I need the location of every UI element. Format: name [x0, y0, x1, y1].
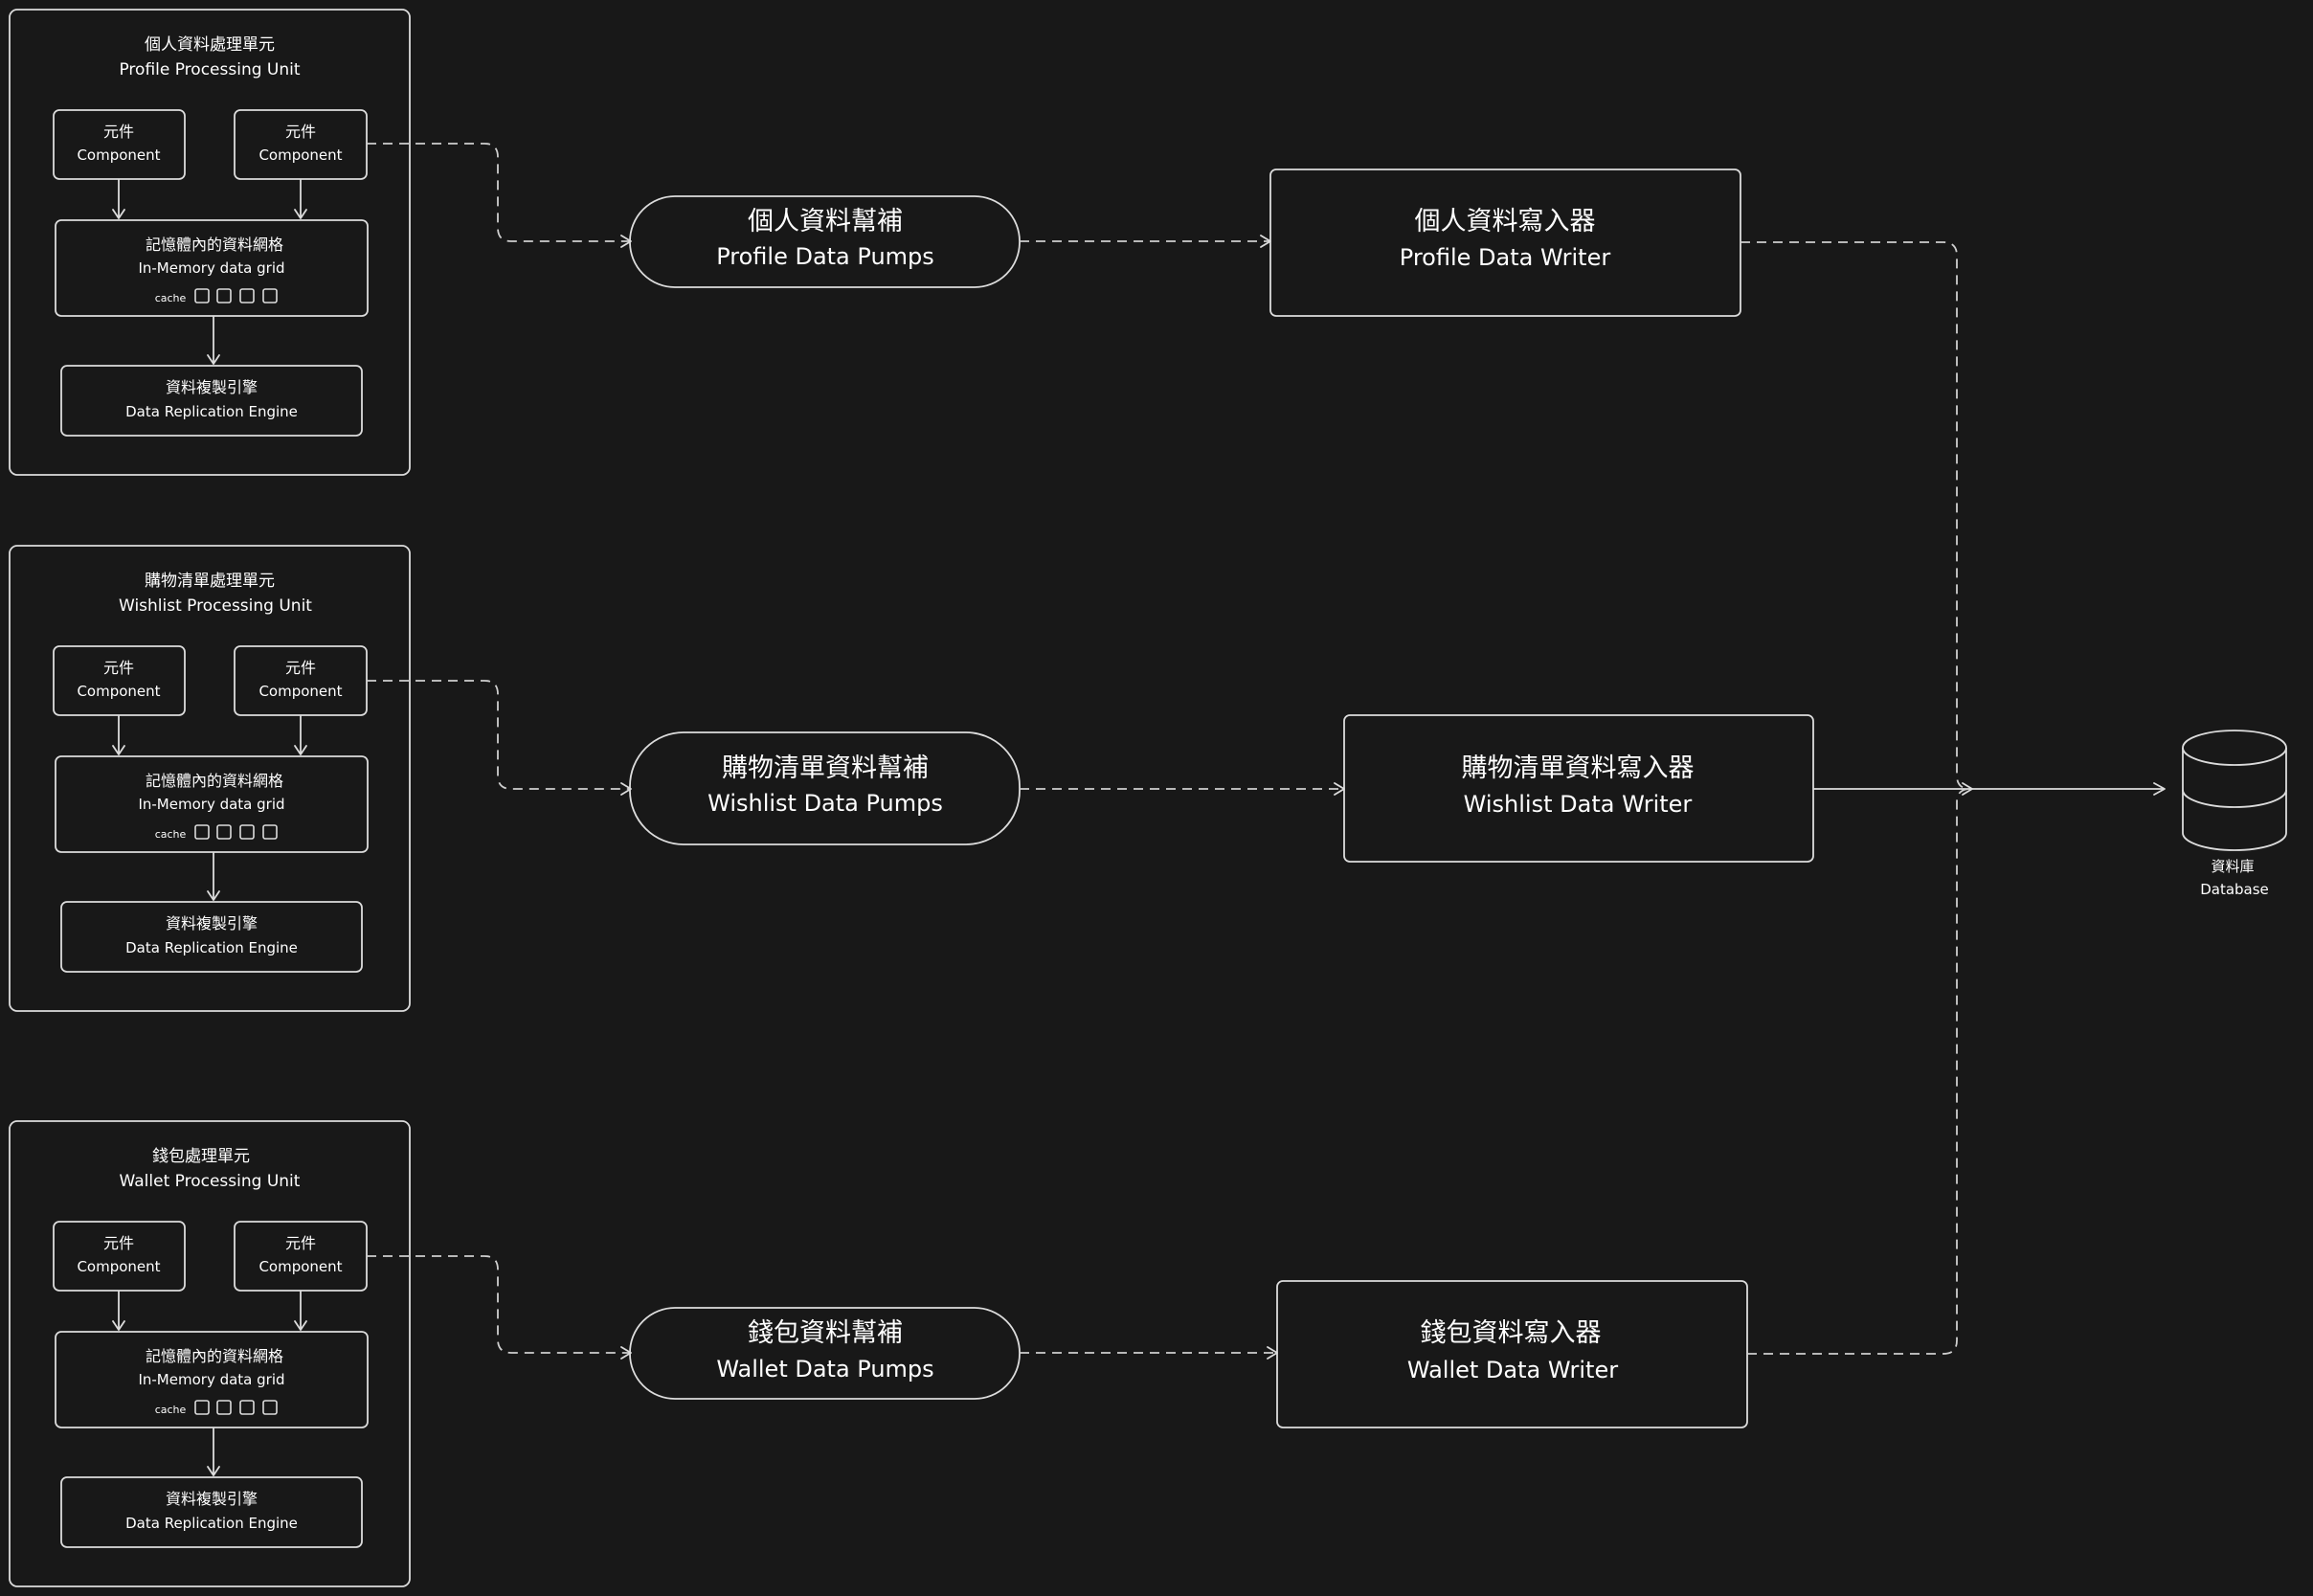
grid-label-zh: 記憶體內的資料網格 — [146, 772, 283, 790]
component-box-left: 元件 Component — [53, 109, 186, 180]
cache-slot — [216, 288, 232, 303]
component-label-en: Component — [258, 683, 342, 700]
component-box-right: 元件 Component — [234, 1221, 368, 1292]
grid-label-en: In-Memory data grid — [138, 259, 284, 277]
cache-slot — [239, 288, 255, 303]
cache-slot — [262, 824, 278, 840]
replication-engine-box: 資料複製引擎 Data Replication Engine — [60, 1476, 363, 1548]
writer-label-zh: 錢包資料寫入器 — [1421, 1318, 1602, 1348]
pump-label-en: Profile Data Pumps — [716, 243, 934, 270]
unit-title-zh: 個人資料處理單元 — [145, 35, 275, 55]
component-label-en: Component — [258, 146, 342, 164]
pump-wallet: 錢包資料幫補 Wallet Data Pumps — [629, 1307, 1021, 1400]
component-box-left: 元件 Component — [53, 1221, 186, 1292]
unit-title-en: Wishlist Processing Unit — [119, 596, 312, 616]
connector-unit-to-pump — [367, 1255, 630, 1354]
engine-label-zh: 資料複製引擎 — [166, 914, 258, 933]
unit-title-zh: 錢包處理單元 — [152, 1147, 250, 1166]
writer-label-en: Profile Data Writer — [1400, 244, 1611, 271]
writer-profile: 個人資料寫入器 Profile Data Writer — [1269, 169, 1741, 317]
grid-label-en: In-Memory data grid — [138, 796, 284, 813]
component-label-en: Component — [258, 1258, 342, 1275]
cache-slot — [194, 1400, 210, 1415]
unit-title-en: Profile Processing Unit — [119, 60, 300, 79]
engine-label-zh: 資料複製引擎 — [166, 378, 258, 396]
in-memory-grid-box: 記憶體內的資料網格 In-Memory data grid cache — [55, 219, 369, 317]
component-label-zh: 元件 — [103, 1234, 134, 1252]
connector-unit-to-pump — [367, 143, 630, 242]
unit-frame — [9, 545, 411, 1012]
engine-label-en: Data Replication Engine — [125, 939, 298, 956]
pump-wishlist: 購物清單資料幫補 Wishlist Data Pumps — [629, 731, 1021, 845]
in-memory-grid-box: 記憶體內的資料網格 In-Memory data grid cache — [55, 1331, 369, 1428]
cache-slot — [194, 824, 210, 840]
component-label-en: Component — [77, 146, 160, 164]
engine-label-en: Data Replication Engine — [125, 1515, 298, 1532]
grid-label-zh: 記憶體內的資料網格 — [146, 1347, 283, 1365]
component-box-right: 元件 Component — [234, 109, 368, 180]
component-label-zh: 元件 — [103, 659, 134, 677]
unit-title-en: Wallet Processing Unit — [120, 1172, 301, 1191]
grid-label-zh: 記憶體內的資料網格 — [146, 236, 283, 254]
pump-label-zh: 個人資料幫補 — [748, 207, 903, 236]
in-memory-grid-box: 記憶體內的資料網格 In-Memory data grid cache — [55, 755, 369, 853]
pump-label-en: Wallet Data Pumps — [716, 1356, 933, 1382]
pump-profile: 個人資料幫補 Profile Data Pumps — [629, 195, 1021, 288]
cache-slot — [216, 824, 232, 840]
database-label-en: Database — [2200, 881, 2269, 898]
writer-wishlist: 購物清單資料寫入器 Wishlist Data Writer — [1343, 714, 1814, 863]
component-label-zh: 元件 — [285, 1234, 316, 1252]
writer-label-en: Wallet Data Writer — [1407, 1357, 1618, 1383]
component-box-right: 元件 Component — [234, 645, 368, 716]
database-label-zh: 資料庫 — [2211, 858, 2254, 875]
grid-label-en: In-Memory data grid — [138, 1371, 284, 1388]
cache-label: cache — [155, 828, 187, 841]
pump-label-zh: 錢包資料幫補 — [748, 1318, 903, 1348]
writer-label-en: Wishlist Data Writer — [1464, 791, 1693, 818]
engine-label-en: Data Replication Engine — [125, 403, 298, 420]
engine-label-zh: 資料複製引擎 — [166, 1490, 258, 1508]
cache-label: cache — [155, 1404, 187, 1416]
component-box-left: 元件 Component — [53, 645, 186, 716]
processing-unit-profile: 個人資料處理單元 Profile Processing Unit 元件 Comp… — [9, 9, 411, 476]
cache-slot — [239, 824, 255, 840]
unit-frame — [9, 9, 411, 476]
connector-writer-to-database — [1740, 241, 1971, 790]
component-label-zh: 元件 — [103, 123, 134, 141]
replication-engine-box: 資料複製引擎 Data Replication Engine — [60, 365, 363, 437]
unit-frame — [9, 1120, 411, 1587]
component-label-en: Component — [77, 683, 160, 700]
connector-writer-to-database — [1747, 788, 1971, 1355]
database-icon — [2182, 730, 2287, 851]
writer-label-zh: 個人資料寫入器 — [1415, 207, 1596, 236]
writer-wallet: 錢包資料寫入器 Wallet Data Writer — [1276, 1280, 1748, 1428]
unit-title-zh: 購物清單處理單元 — [145, 572, 275, 591]
connector-unit-to-pump — [367, 680, 630, 790]
replication-engine-box: 資料複製引擎 Data Replication Engine — [60, 901, 363, 973]
cache-label: cache — [155, 292, 187, 304]
cache-slot — [239, 1400, 255, 1415]
pump-label-en: Wishlist Data Pumps — [707, 790, 943, 817]
writer-label-zh: 購物清單資料寫入器 — [1462, 753, 1695, 783]
cache-slot — [262, 1400, 278, 1415]
component-label-en: Component — [77, 1258, 160, 1275]
cache-slot — [194, 288, 210, 303]
component-label-zh: 元件 — [285, 659, 316, 677]
processing-unit-wishlist: 購物清單處理單元 Wishlist Processing Unit 元件 Com… — [9, 545, 411, 1012]
cache-slot — [216, 1400, 232, 1415]
component-label-zh: 元件 — [285, 123, 316, 141]
processing-unit-wallet: 錢包處理單元 Wallet Processing Unit 元件 Compone… — [9, 1120, 411, 1587]
pump-label-zh: 購物清單資料幫補 — [722, 753, 929, 783]
cache-slot — [262, 288, 278, 303]
